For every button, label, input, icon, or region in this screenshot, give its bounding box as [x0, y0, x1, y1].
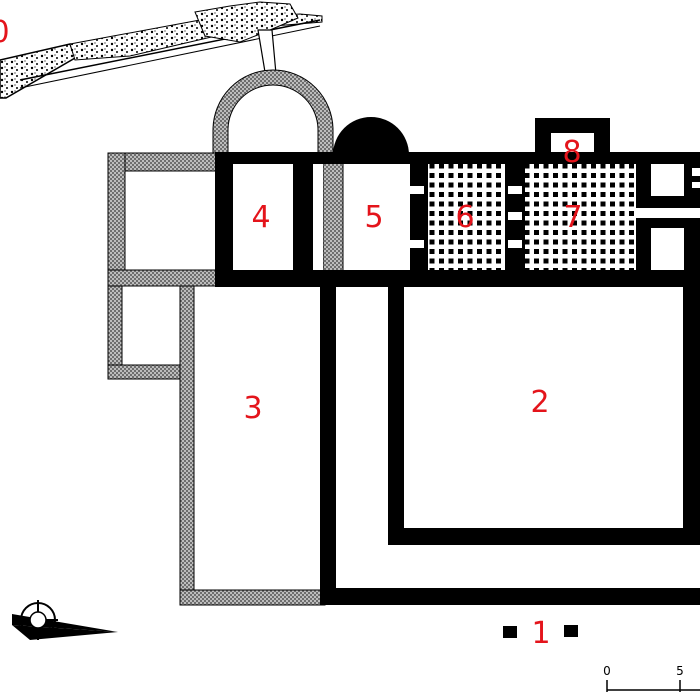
room-label-4: 4 — [251, 200, 270, 235]
water-channel — [0, 1, 323, 99]
main-walls — [215, 118, 700, 605]
scale-label-0: 0 — [603, 664, 611, 678]
room-label-6: 6 — [455, 200, 474, 235]
apse — [212, 69, 409, 156]
room-labels: 0 4 5 6 7 8 3 2 1 — [0, 15, 583, 651]
room-label-1: 1 — [531, 616, 550, 651]
hypocaust-floors — [428, 164, 636, 270]
room-label-5: 5 — [364, 200, 383, 235]
room-label-7: 7 — [563, 200, 582, 235]
later-walls — [107, 152, 344, 606]
room-label-10: 0 — [0, 15, 10, 50]
scale-label-5: 5 — [676, 664, 684, 678]
doorways — [313, 164, 700, 270]
scale-bar: 0 5 — [603, 664, 700, 692]
entrance-pillars — [503, 625, 578, 638]
room-label-3: 3 — [243, 391, 262, 426]
room-label-2: 2 — [530, 385, 549, 420]
room-label-8: 8 — [562, 135, 581, 170]
north-arrow-icon — [12, 600, 118, 640]
